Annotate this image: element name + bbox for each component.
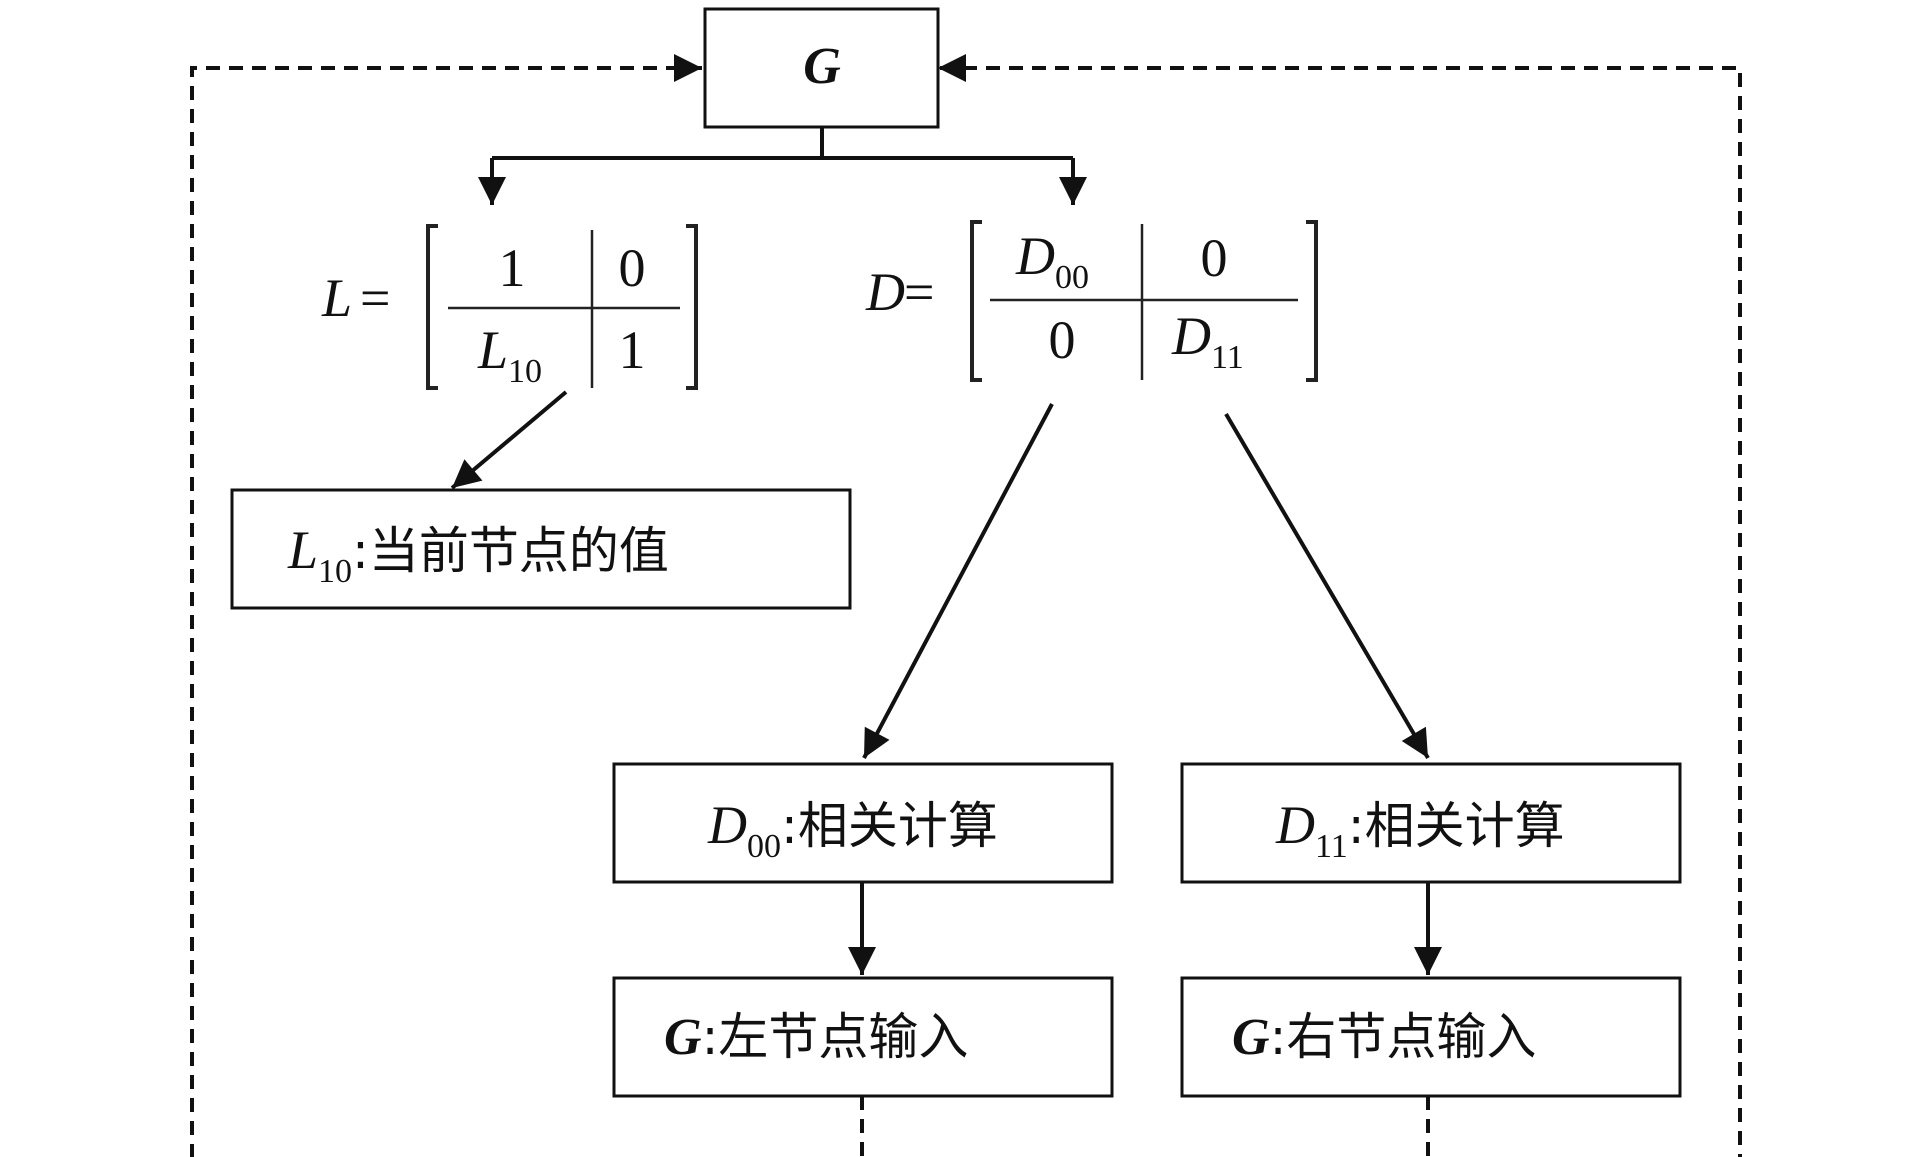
matrix-d-equals: = bbox=[904, 262, 934, 322]
matrix-l-left-bracket bbox=[426, 224, 438, 390]
matrix-l-symbol: L bbox=[321, 268, 352, 328]
matrix-l-cell-11: 1 bbox=[619, 320, 646, 380]
root-node-label: G bbox=[803, 38, 841, 95]
matrix-d-symbol: D bbox=[865, 262, 905, 322]
node-d00-calc: D00:相关计算 bbox=[612, 762, 1114, 884]
node-d00-label: D00:相关计算 bbox=[707, 795, 998, 865]
arrow-d00-to-node bbox=[862, 403, 1054, 759]
node-g-right-input: G:右节点输入 bbox=[1180, 976, 1682, 1098]
node-d11-calc: D11:相关计算 bbox=[1180, 762, 1682, 884]
matrix-d-left-bracket bbox=[970, 220, 982, 382]
node-l10-label: L10:当前节点的值 bbox=[287, 520, 669, 590]
node-right-input-label: G:右节点输入 bbox=[1232, 1008, 1536, 1066]
arrow-d11-to-node bbox=[1224, 412, 1430, 760]
matrix-d-cell-01: 0 bbox=[1201, 228, 1228, 288]
matrix-d-right-bracket bbox=[1306, 220, 1318, 382]
node-left-input-label: G:左节点输入 bbox=[664, 1008, 968, 1066]
feedback-loop-right bbox=[938, 54, 1742, 1157]
matrix-l-cell-10: L10 bbox=[477, 320, 542, 390]
arrow-l10-to-node bbox=[450, 390, 568, 490]
matrix-l-equals: = bbox=[360, 268, 390, 328]
matrix-l-right-bracket bbox=[686, 224, 698, 390]
matrix-l-cell-01: 0 bbox=[619, 238, 646, 298]
matrix-d-cell-11: D11 bbox=[1171, 306, 1244, 376]
node-d11-label: D11:相关计算 bbox=[1275, 795, 1565, 865]
matrix-d-cell-00: D00 bbox=[1015, 226, 1089, 296]
matrix-d: D = D00 0 0 D11 bbox=[865, 220, 1318, 382]
matrix-d-cell-10: 0 bbox=[1049, 310, 1076, 370]
matrix-l: L = 1 0 L10 1 bbox=[321, 224, 698, 390]
root-node-g: G bbox=[703, 7, 940, 129]
node-g-left-input: G:左节点输入 bbox=[612, 976, 1114, 1098]
matrix-l-cell-00: 1 bbox=[499, 238, 526, 298]
node-l10-current-value: L10:当前节点的值 bbox=[230, 488, 852, 610]
